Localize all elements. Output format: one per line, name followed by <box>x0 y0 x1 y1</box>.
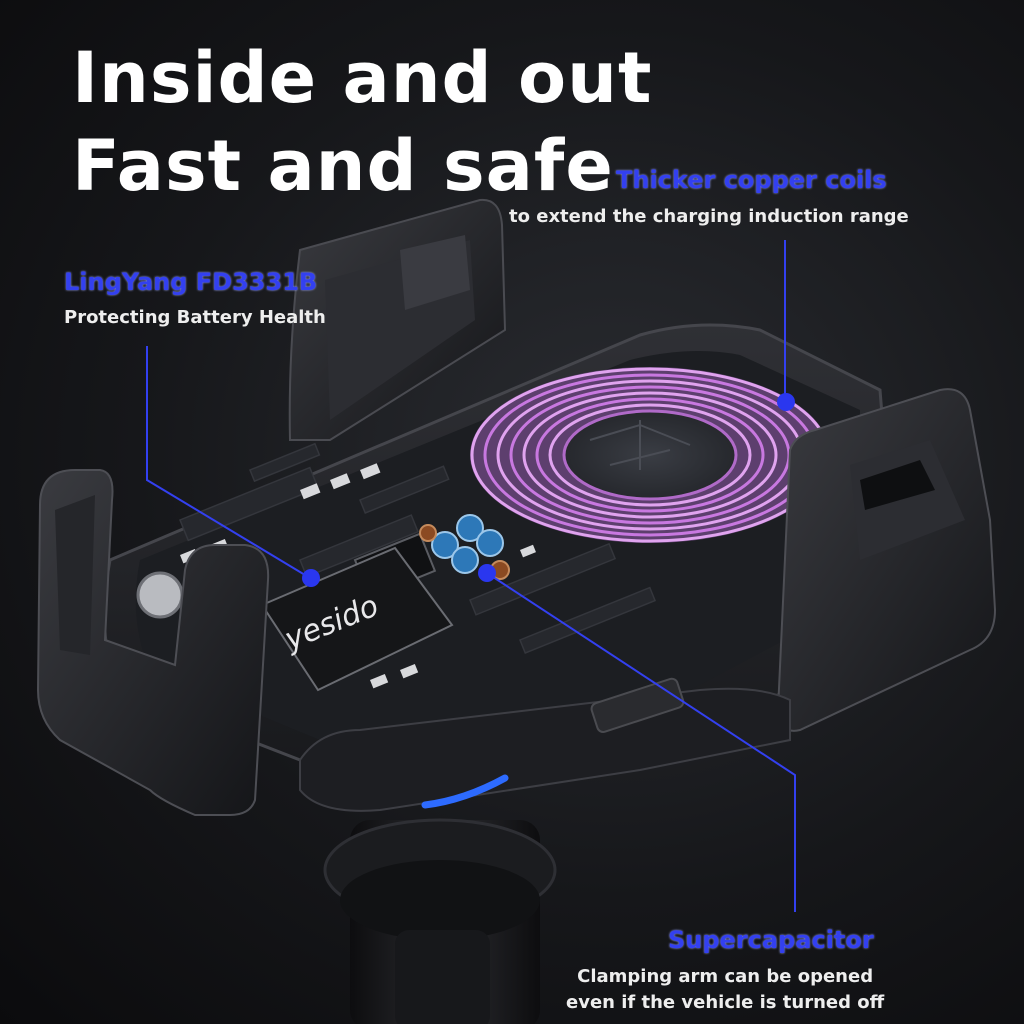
charging-tray: yesido <box>102 323 902 782</box>
leader-chip <box>146 346 311 579</box>
headline-line-1: Inside and out <box>72 37 653 119</box>
dot-supercapacitor <box>478 564 496 582</box>
release-button <box>590 677 685 733</box>
button-cell <box>136 571 184 619</box>
callout-chip-title: LingYang FD3331B <box>64 268 318 296</box>
right-clamp-arm <box>776 388 997 732</box>
headline-line-2: Fast and safe <box>72 125 614 207</box>
led-indicator <box>421 774 509 809</box>
mount-stem <box>323 818 557 1024</box>
left-clamp-arm <box>36 469 270 816</box>
callout-supercapacitor-desc: Clamping arm can be opened even if the v… <box>566 964 884 1016</box>
copper-coil <box>470 367 830 543</box>
callout-leaders <box>146 240 796 912</box>
circuit-board <box>179 442 657 654</box>
callout-copper-coils-desc: to extend the charging induction range <box>509 206 909 227</box>
callout-supercapacitor-title: Supercapacitor <box>668 926 874 954</box>
callout-supercapacitor-desc-line-1: Clamping arm can be opened <box>577 966 874 987</box>
callout-dots <box>302 393 795 587</box>
back-clamp-arm <box>288 198 507 441</box>
leader-supercapacitor <box>486 572 796 912</box>
headline: Inside and out Fast and safe <box>72 34 652 210</box>
supercapacitor-cluster <box>419 514 510 580</box>
callout-copper-coils-title: Thicker copper coils <box>616 166 887 194</box>
front-bezel <box>299 677 791 812</box>
callout-supercapacitor-desc-line-2: even if the vehicle is turned off <box>566 992 885 1013</box>
callout-chip-desc: Protecting Battery Health <box>64 307 326 328</box>
dot-copper-coils <box>777 393 795 411</box>
dot-chip <box>302 569 320 587</box>
lingyang-chip: yesido <box>260 546 454 692</box>
